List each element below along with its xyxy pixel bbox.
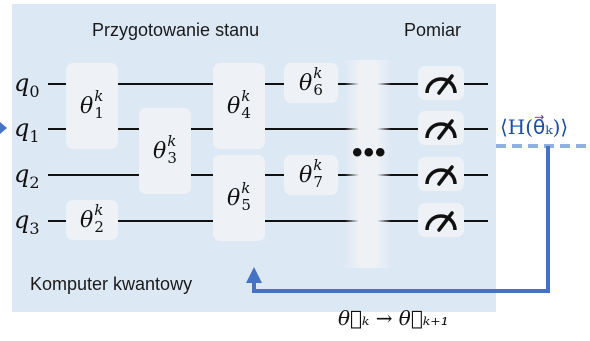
- qubit-wire-0: [48, 83, 488, 85]
- meter-icon: [425, 74, 457, 95]
- measurement-meter-2: [418, 157, 464, 191]
- qubit-label-3: q3: [14, 206, 40, 238]
- measurement-title: Pomiar: [404, 20, 462, 40]
- measurement-meter-3: [418, 203, 464, 237]
- ellipsis-dots: •••: [352, 136, 387, 169]
- meter-icon: [425, 119, 457, 140]
- measurement-meter-0: [418, 66, 464, 100]
- expectation-value-label: ⟨H(θ⃗ₖ)⟩: [500, 115, 569, 139]
- meter-icon: [425, 165, 457, 186]
- repeated-layers-column: [345, 60, 391, 268]
- state-preparation-title: Przygotowanie stanu: [92, 20, 260, 40]
- feedback-path: [252, 146, 550, 293]
- qubit-label-1: q1: [14, 114, 40, 146]
- qubit-wire-3: [48, 220, 488, 222]
- measurement-meter-1: [418, 111, 464, 145]
- qubit-label-0: q0: [14, 69, 40, 101]
- feedback-arrowhead: [246, 267, 262, 283]
- qubit-wire-1: [48, 128, 488, 130]
- qubit-label-2: q2: [14, 160, 40, 192]
- qubit-wire-2: [48, 174, 488, 176]
- input-arrowhead: [0, 122, 7, 134]
- quantum-computer-caption: Komputer kwantowy: [30, 274, 193, 294]
- parameter-update-label: θ⃗ₖ → θ⃗ₖ₊₁: [338, 306, 449, 330]
- meter-icon: [425, 211, 457, 232]
